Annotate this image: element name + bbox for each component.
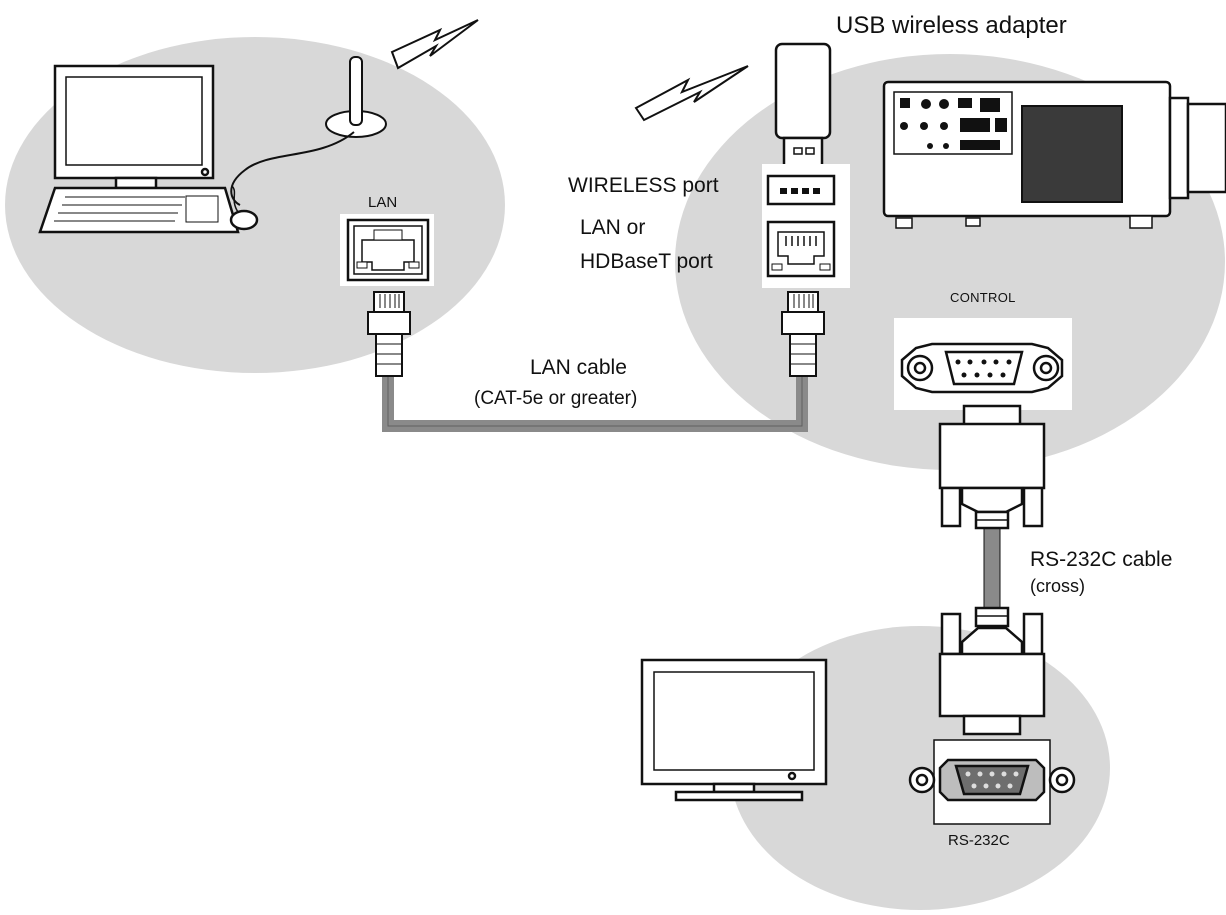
usb-adapter-icon	[774, 42, 832, 178]
control-port-panel	[894, 318, 1072, 410]
monitor-icon	[640, 658, 828, 802]
rj45-plug-icon	[367, 291, 411, 377]
usb-adapter-label: USB wireless adapter	[836, 12, 1067, 39]
control-port-label: CONTROL	[950, 290, 1016, 305]
wireless-antenna-icon	[230, 56, 387, 206]
lan-port-icon	[340, 214, 434, 286]
rj45-plug-icon	[781, 291, 825, 377]
db9-connector-icon	[938, 404, 1046, 530]
lan-cable	[382, 372, 808, 432]
projector-port-panel	[762, 164, 850, 288]
lan-cable-spec-label: (CAT-5e or greater)	[474, 388, 638, 409]
lan-cable-label: LAN cable	[530, 356, 627, 379]
rs232c-port-panel	[908, 739, 1076, 825]
wireless-port-label: WIRELESS port	[568, 174, 719, 197]
rs232c-cable-spec-label: (cross)	[1030, 576, 1085, 596]
db9-connector-icon	[938, 606, 1046, 736]
projector-icon	[882, 80, 1226, 229]
lan-port-label: LAN	[368, 194, 398, 211]
lightning-signal-icon	[390, 19, 479, 70]
lightning-signal-icon	[634, 65, 749, 122]
desktop-computer-icon	[38, 64, 259, 234]
lan-or-label: LAN or	[580, 216, 646, 239]
rs232c-cable	[983, 521, 1001, 613]
rs232c-port-label: RS-232C	[948, 832, 1010, 849]
rs232c-cable-label: RS-232C cable	[1030, 548, 1173, 571]
hdbaset-port-label: HDBaseT port	[580, 250, 713, 273]
